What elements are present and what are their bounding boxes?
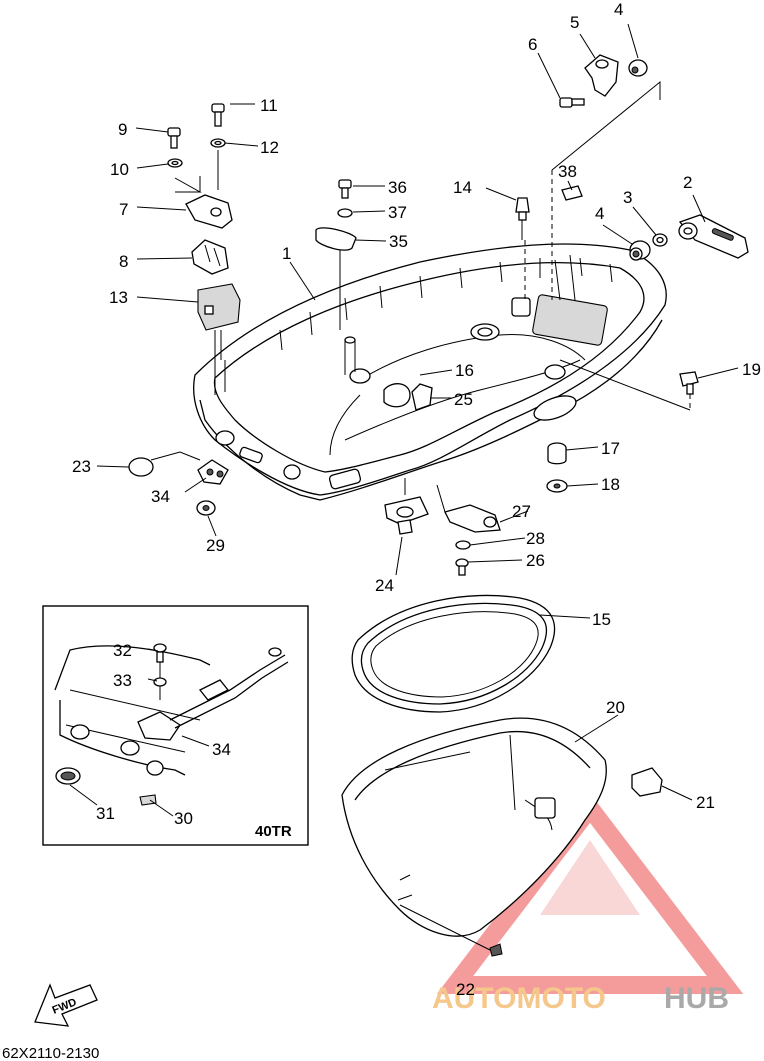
callout-27: 27 [512,502,531,521]
callout-21: 21 [696,793,715,812]
callout-7: 7 [119,200,128,219]
callout-4a: 4 [595,204,604,223]
callout-12: 12 [260,138,279,157]
bolt-part-9 [167,127,181,149]
callout-17: 17 [601,439,620,458]
bracket-part-27 [436,484,501,533]
callout-34: 34 [151,487,170,506]
callout-29: 29 [206,536,225,555]
callout-6: 6 [528,35,537,54]
collar-part-29 [196,500,216,516]
callout-15: 15 [592,610,611,629]
callout-16: 16 [455,361,474,380]
washer-part-37 [337,208,353,218]
bushing-part-4a [629,240,651,261]
clip-part-21 [631,767,663,797]
callout-4b: 4 [614,0,623,19]
bolt-part-11 [211,103,225,127]
callout-36: 36 [388,178,407,197]
bracket-part-8 [191,239,229,275]
callout-32: 32 [113,641,132,660]
bushing-part-4b [628,59,648,77]
watermark-logo: AUTOMOTO HUB [432,793,744,1015]
bottom-cowling-body [193,80,667,501]
gasket-part-15 [351,594,556,713]
grommet-part-13 [197,283,241,360]
callout-35: 35 [389,232,408,251]
bolt-part-6 [559,97,585,108]
callout-24: 24 [375,576,394,595]
tilt-lever-part [678,214,749,259]
callout-18: 18 [601,475,620,494]
callout-3: 3 [623,188,632,207]
callout-5: 5 [570,13,579,32]
clip-part-16-25 [383,383,433,411]
callout-14: 14 [453,178,472,197]
bolt-part-19 [559,359,699,411]
inset-label: 40TR [255,823,292,840]
washer-part-12 [210,138,226,148]
callout-22: 22 [456,980,475,999]
watermark-text-automoto: AUTOMOTO [432,982,606,1015]
pad-part-35 [315,227,357,330]
lower-cover-part-20 [341,717,607,951]
callout-33: 33 [113,671,132,690]
callout-31: 31 [96,804,115,823]
callout-1: 1 [282,244,291,263]
washer-part-3 [652,233,668,247]
callout-8: 8 [119,252,128,271]
callout-20: 20 [606,698,625,717]
callout-38: 38 [558,162,577,181]
callout-34-inset: 34 [212,740,231,759]
bolt-part-36 [338,179,352,199]
callout-2: 2 [683,173,692,192]
callout-25: 25 [454,390,473,409]
collar-part-18 [546,479,568,493]
callout-13: 13 [109,288,128,307]
inset-detail-box [42,605,309,846]
cap-part-23 [128,451,201,477]
callout-19: 19 [742,360,761,379]
grommet-part-17 [547,442,567,465]
callout-28: 28 [526,529,545,548]
drain-plug-part-24 [384,478,429,535]
callout-37: 37 [388,203,407,222]
callout-10: 10 [110,160,129,179]
callout-23: 23 [72,457,91,476]
bracket-part-7 [174,150,233,229]
label-part-38 [561,185,583,201]
plug-part-14 [515,197,530,240]
callout-26: 26 [526,551,545,570]
callout-30: 30 [174,809,193,828]
watermark-text-hub: HUB [664,982,729,1015]
fwd-arrow-icon: FWD [34,983,98,1027]
screw-part-22 [489,943,503,957]
callout-9: 9 [118,120,127,139]
washer-part-28 [455,540,471,550]
leader-lines [69,23,739,817]
drawing-code: 62X2110-2130 [2,1045,99,1061]
bracket-part-5 [584,54,619,97]
callout-11: 11 [260,96,278,115]
washer-part-10 [167,158,183,168]
screw-part-26 [455,558,469,576]
